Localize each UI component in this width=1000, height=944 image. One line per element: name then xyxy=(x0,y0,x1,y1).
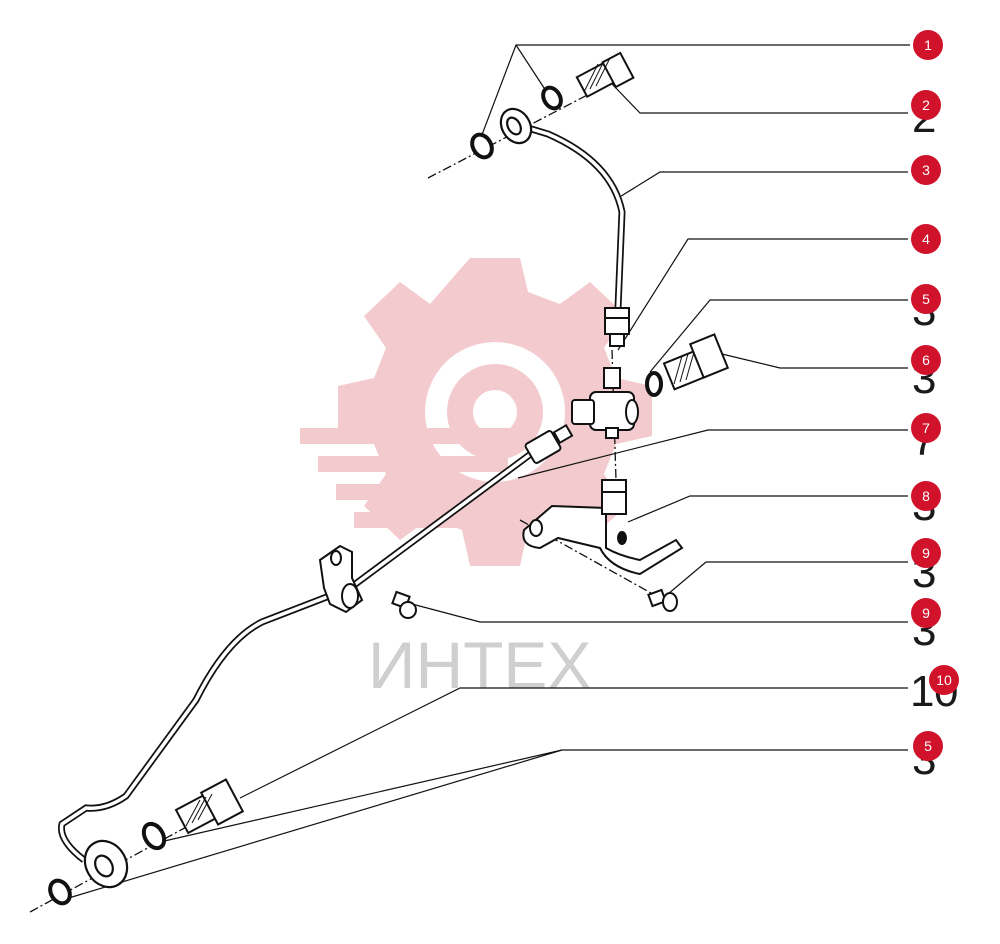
tee-fitting xyxy=(571,367,639,439)
pipe-clamp xyxy=(318,544,364,614)
callout-10-label: 10 xyxy=(936,672,952,688)
upper-banjo-eye xyxy=(499,107,533,145)
callout-5-lower-label: 5 xyxy=(924,738,932,754)
callout-1-label: 1 xyxy=(924,37,932,53)
callout-6: 6 xyxy=(911,345,941,375)
callout-7: 7 xyxy=(911,413,941,443)
callout-2: 2 xyxy=(911,90,941,120)
callout-8-label: 8 xyxy=(922,488,930,504)
clamp-screw xyxy=(391,590,417,619)
lower-pipe-nut xyxy=(524,423,574,464)
callout-5-upper: 5 xyxy=(911,284,941,314)
callout-4: 4 xyxy=(911,224,941,254)
callout-4-label: 4 xyxy=(922,231,930,247)
lower-hollow-bolt xyxy=(174,778,245,835)
callout-6-label: 6 xyxy=(922,352,930,368)
watermark-text: ИНТЕХ xyxy=(368,628,591,702)
top-pipe-nut xyxy=(604,307,630,347)
callout-9-upper-label: 9 xyxy=(922,545,930,561)
upper-fuel-pipe xyxy=(526,124,626,309)
callout-markers: 1 2 3 4 5 6 7 8 9 9 10 5 xyxy=(911,30,959,761)
callout-3: 3 xyxy=(911,155,941,185)
callout-7-label: 7 xyxy=(922,420,930,436)
bracket-screw xyxy=(647,588,678,612)
lower-banjo-eye xyxy=(83,839,129,889)
callout-9-lower: 9 xyxy=(911,598,941,628)
callout-9-upper: 9 xyxy=(911,538,941,568)
bracket xyxy=(522,479,684,576)
watermark-gear-logo xyxy=(300,258,652,566)
callout-5-upper-label: 5 xyxy=(922,291,930,307)
callout-2-label: 2 xyxy=(922,97,930,113)
upper-washers xyxy=(470,85,563,160)
callout-3-label: 3 xyxy=(922,162,930,178)
callout-10: 10 xyxy=(929,665,959,695)
tee-hollow-bolt xyxy=(662,333,730,391)
callout-1: 1 xyxy=(913,30,943,60)
tee-washer xyxy=(645,371,663,397)
lower-fuel-pipe xyxy=(57,441,547,863)
upper-hollow-bolt xyxy=(575,51,635,99)
callout-5-lower: 5 xyxy=(913,731,943,761)
callout-9-lower-label: 9 xyxy=(922,605,930,621)
leader-lines xyxy=(61,44,910,901)
callout-8: 8 xyxy=(911,481,941,511)
lower-washers xyxy=(48,821,167,906)
